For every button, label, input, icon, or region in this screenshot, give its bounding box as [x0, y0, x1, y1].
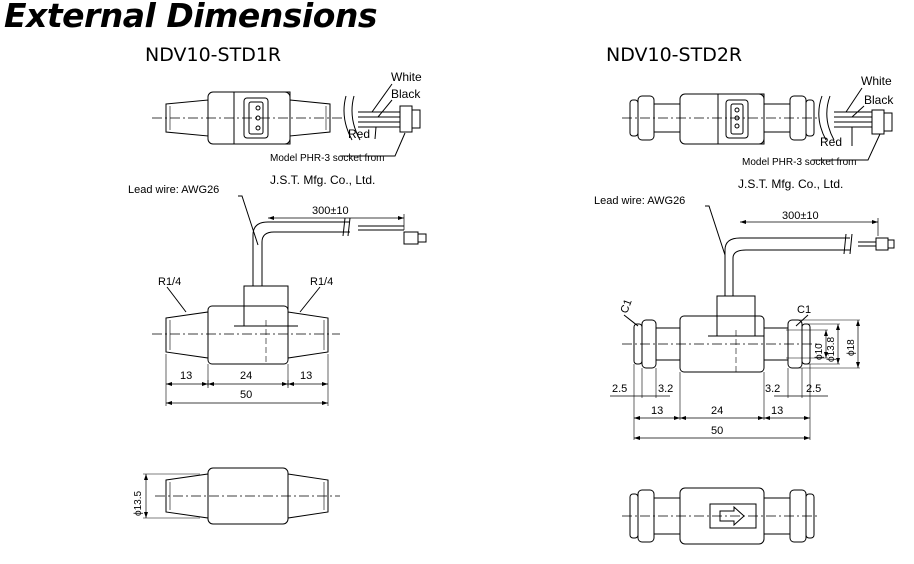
right-wire-length-dim: 300±10	[782, 210, 819, 222]
left-top-view	[152, 83, 421, 157]
right-dim-3-2b: 3.2	[765, 383, 780, 395]
model-name-left: NDV10-STD1R	[145, 44, 282, 66]
model-name-right: NDV10-STD2R	[606, 44, 743, 66]
right-dim-3-2a: 3.2	[658, 383, 673, 395]
right-wire-black-label: Black	[864, 93, 894, 107]
left-lead-wire-label: Lead wire: AWG26	[128, 184, 219, 196]
right-dia-10-dim: ϕ10	[814, 343, 825, 360]
right-dim-50: 50	[711, 425, 723, 437]
right-bottom-view	[622, 487, 818, 545]
left-thread-right-label: R1/4	[310, 276, 333, 288]
left-thread-left-label: R1/4	[158, 276, 181, 288]
left-front-view	[152, 195, 427, 406]
left-dia-body-dim: ϕ13.5	[133, 490, 144, 516]
left-socket-label-2: J.S.T. Mfg. Co., Ltd.	[270, 173, 375, 187]
right-lead-wire-label: Lead wire: AWG26	[594, 195, 685, 207]
right-front-view	[610, 205, 895, 440]
right-wire-white-label: White	[861, 74, 892, 88]
right-chamfer-left-label: C1	[619, 298, 635, 315]
left-wire-black-label: Black	[391, 87, 421, 101]
right-chamfer-right-label: C1	[797, 304, 811, 316]
right-dim-2-5a: 2.5	[612, 383, 627, 395]
left-socket-label-1: Model PHR-3 socket from	[270, 153, 384, 164]
left-wire-white-label: White	[391, 70, 422, 84]
right-dim-2-5b: 2.5	[806, 383, 821, 395]
right-wire-red-label: Red	[820, 135, 842, 149]
right-dim-24: 24	[711, 405, 723, 417]
page-title: External Dimensions	[4, 0, 378, 35]
right-dim-13b: 13	[771, 405, 783, 417]
right-socket-label-1: Model PHR-3 socket from	[742, 157, 856, 168]
right-socket-label-2: J.S.T. Mfg. Co., Ltd.	[738, 177, 843, 191]
right-dim-13a: 13	[651, 405, 663, 417]
right-dia-18-dim: ϕ18	[846, 339, 857, 356]
left-dim-13b: 13	[300, 370, 312, 382]
right-dia-13-8-dim: ϕ13.8	[826, 336, 837, 362]
left-bottom-view	[143, 467, 340, 525]
left-dim-50: 50	[240, 389, 252, 401]
left-dim-13a: 13	[180, 370, 192, 382]
left-wire-length-dim: 300±10	[312, 205, 349, 217]
left-dim-24: 24	[240, 370, 252, 382]
left-wire-red-label: Red	[348, 127, 370, 141]
right-top-view	[622, 87, 893, 161]
